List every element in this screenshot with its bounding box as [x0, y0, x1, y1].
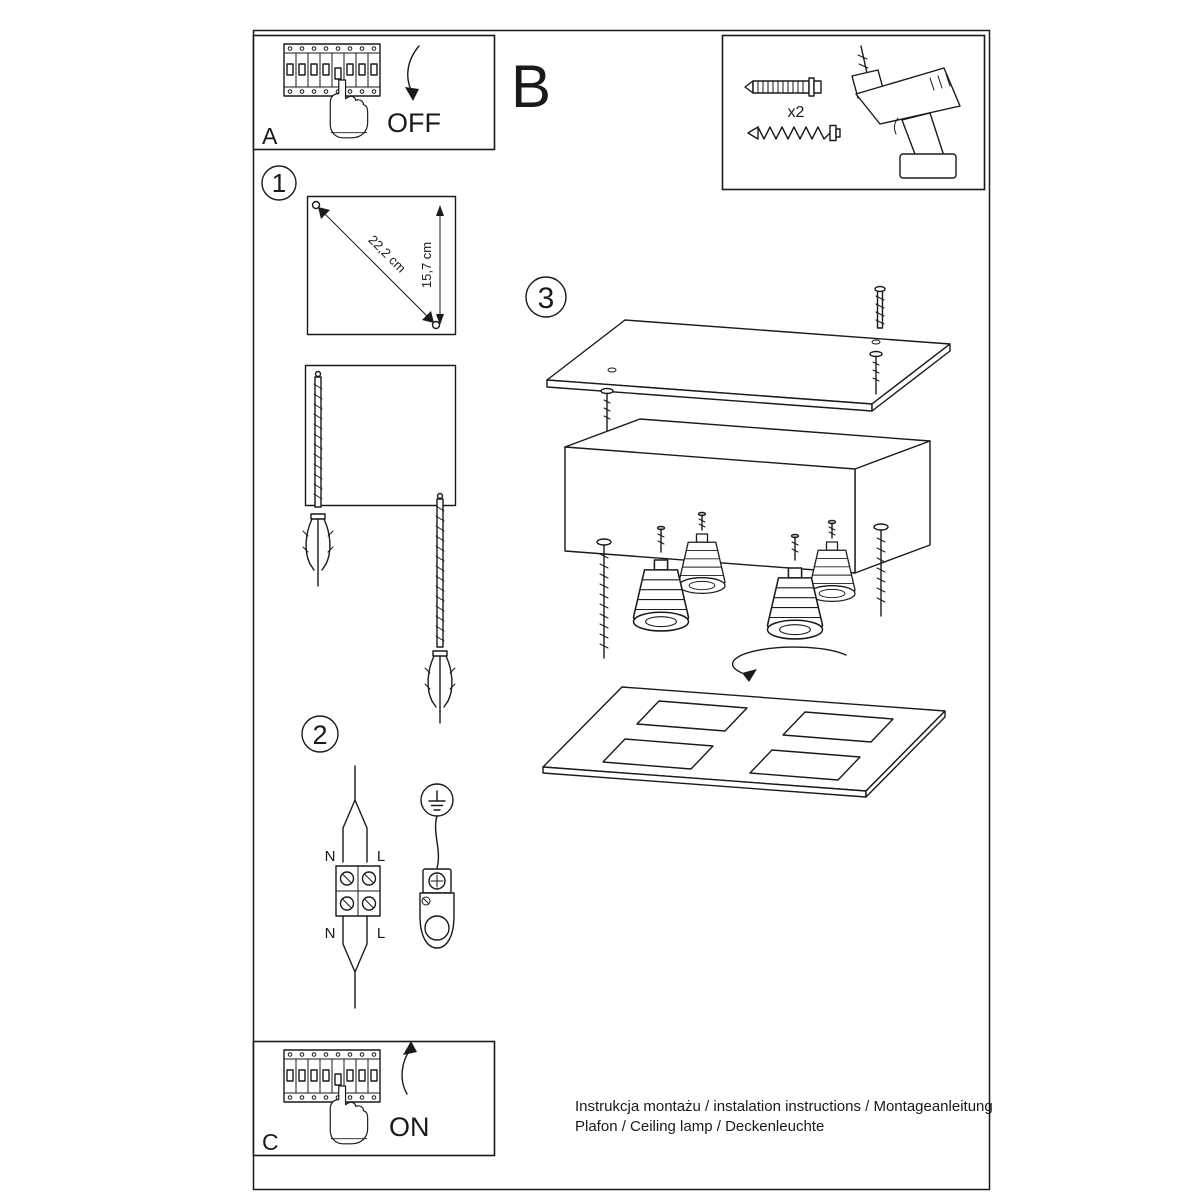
footer: Instrukcja montażu / instalation instruc… [575, 1098, 993, 1135]
tools-quantity: x2 [788, 104, 805, 121]
step-2: 2 N L N L [301, 715, 455, 1009]
wall-anchor-icon [424, 650, 456, 724]
sheet-border [252, 29, 991, 1191]
step-1-number: 1 [272, 168, 286, 198]
panel-a-label: A [262, 123, 278, 149]
mains-wire-bottom [342, 915, 368, 1009]
panel-a-action: OFF [387, 108, 441, 138]
step-3-badge [525, 276, 567, 318]
terminal-label-n-top: N [325, 848, 336, 865]
step-1-badge [261, 165, 297, 201]
screw-left-icon [600, 387, 614, 432]
step-1: 1 22,2 cm 15,7 cm [261, 165, 457, 724]
breaker-panel-icon [283, 43, 381, 97]
bottom-cover-plate [542, 686, 946, 798]
cover-screw-left-icon [596, 538, 612, 659]
terminal-label-l-top: L [377, 848, 385, 865]
arrow-up-icon [401, 1041, 417, 1095]
drill-icon [851, 45, 961, 179]
ceiling-canopy-plate [546, 319, 951, 412]
drilling-square [302, 364, 457, 724]
arrow-down-icon [405, 45, 420, 101]
drill-template-square: 22,2 cm 15,7 cm [306, 195, 457, 336]
ground-symbol-icon [420, 783, 454, 817]
screw-right-icon [869, 350, 883, 395]
breaker-panel-icon [283, 1049, 381, 1103]
wall-plug-icon [744, 77, 822, 97]
footer-line2: Plafon / Ceiling lamp / Deckenleuchte [575, 1118, 824, 1135]
panel-b-tools: x2 [721, 34, 986, 191]
mounting-screw-long-icon [874, 285, 886, 329]
terminal-label-l-bottom: L [377, 925, 385, 942]
drill-bit-left-icon [313, 370, 323, 508]
screw-icon [747, 124, 841, 142]
lamp-mounting-pins [656, 511, 837, 561]
rotation-arrow-icon [731, 646, 847, 682]
cover-screw-right-icon [873, 523, 889, 617]
step-2-badge [301, 715, 339, 753]
step-3-number: 3 [538, 282, 555, 315]
terminal-block-icon [335, 865, 381, 917]
panel-c-action: ON [389, 1112, 430, 1142]
strain-relief-clamp-icon [419, 815, 455, 949]
wall-anchor-icon [302, 513, 334, 587]
panel-c: ON C [252, 1040, 496, 1157]
step-3: 3 [525, 276, 951, 798]
drill-bit-right-icon [435, 492, 445, 648]
panel-a: OFF A [252, 34, 496, 151]
height-dimension: 15,7 cm [419, 242, 434, 288]
step-2-number: 2 [312, 720, 327, 750]
lamp-shade-box [564, 418, 931, 574]
mains-wire-top [342, 765, 368, 863]
footer-line1: Instrukcja montażu / instalation instruc… [575, 1098, 993, 1115]
section-b-label: B [511, 53, 551, 120]
terminal-label-n-bottom: N [325, 925, 336, 942]
panel-c-label: C [262, 1129, 279, 1155]
spotlight-front-left [632, 559, 690, 632]
